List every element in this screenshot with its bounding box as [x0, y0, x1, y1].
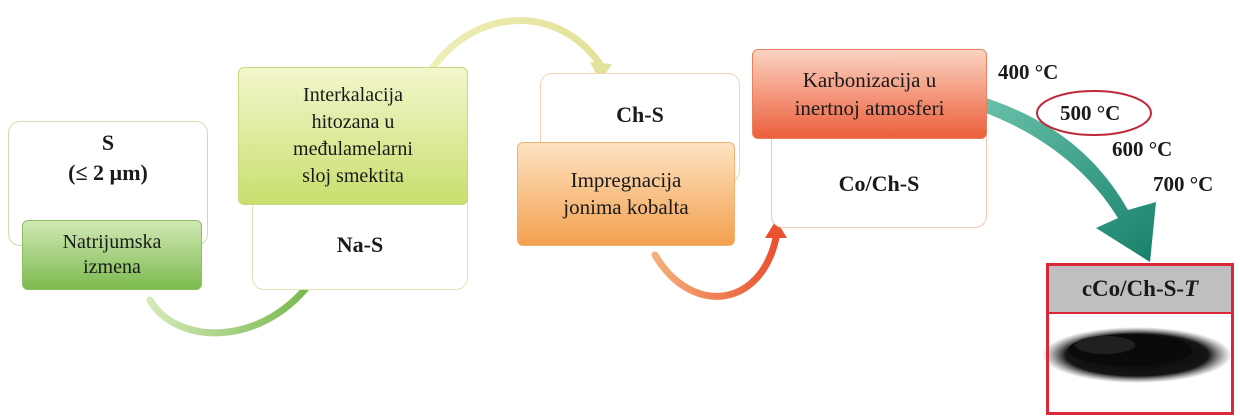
step-impregnation-line1: Impregnacija [570, 168, 682, 192]
step-intercalation-line4: sloj smektita [302, 165, 404, 187]
step-intercalation-line2: hitozana u [311, 111, 395, 133]
step-carbonization: Karbonizacija u inertnoj atmosferi [752, 49, 987, 139]
arrow-yellow [426, 17, 604, 76]
step-intercalation: Interkalacija hitozana u međulamelarni s… [238, 67, 468, 205]
product-title-prefix: cCo/Ch-S- [1081, 276, 1185, 301]
sample-ch-s-label: Ch-S [616, 102, 664, 127]
step-intercalation-line3: međulamelarni [293, 138, 413, 160]
sample-co-ch-s-label: Co/Ch-S [838, 171, 920, 196]
product-title: cCo/Ch-S-T [1049, 266, 1231, 314]
sample-s-size: (≤ 2 µm) [68, 160, 148, 185]
step-impregnation: Impregnacija jonima kobalta [517, 142, 735, 246]
temperature-400: 400 °C [998, 60, 1059, 84]
temperature-600: 600 °C [1112, 137, 1173, 161]
product-title-suffix: T [1184, 276, 1199, 301]
temperature-500: 500 °C [1060, 101, 1121, 125]
temperature-700: 700 °C [1153, 172, 1214, 196]
step-sodium-exchange-line1: Natrijumska [62, 231, 162, 253]
sample-s-label: S [101, 130, 115, 155]
arrow-orange [651, 234, 780, 300]
step-sodium-exchange: Natrijumska izmena [22, 220, 202, 290]
sample-na-s-label: Na-S [336, 232, 384, 257]
step-intercalation-line1: Interkalacija [303, 84, 403, 106]
arrow-green [146, 271, 320, 337]
powder-image [1042, 327, 1232, 383]
highlight-circle [1036, 90, 1152, 136]
step-sodium-exchange-line2: izmena [83, 256, 141, 278]
step-impregnation-line2: jonima kobalta [563, 195, 689, 219]
product-box: cCo/Ch-S-T [1046, 263, 1234, 415]
step-carbonization-line2: inertnoj atmosferi [794, 96, 945, 120]
step-carbonization-line1: Karbonizacija u [802, 68, 937, 92]
